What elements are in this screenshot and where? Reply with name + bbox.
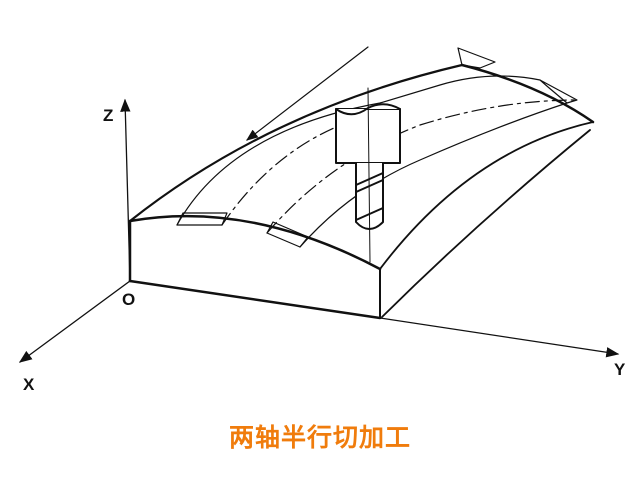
strip-start-2	[266, 221, 309, 248]
y-axis	[379, 317, 620, 358]
x-axis	[18, 280, 131, 363]
origin-label: O	[122, 290, 136, 309]
workpiece	[128, 63, 595, 320]
strip-end-1	[457, 47, 496, 69]
caption: 两轴半行切加工	[228, 423, 411, 452]
feed-direction-arrow	[246, 46, 369, 141]
strip-start-1	[176, 212, 228, 226]
strip-end-2	[539, 79, 578, 104]
z-axis-label: Z	[103, 106, 114, 125]
end-mill-cutter	[335, 87, 401, 263]
x-axis-label: X	[23, 375, 35, 394]
y-axis-label: Y	[614, 360, 626, 379]
